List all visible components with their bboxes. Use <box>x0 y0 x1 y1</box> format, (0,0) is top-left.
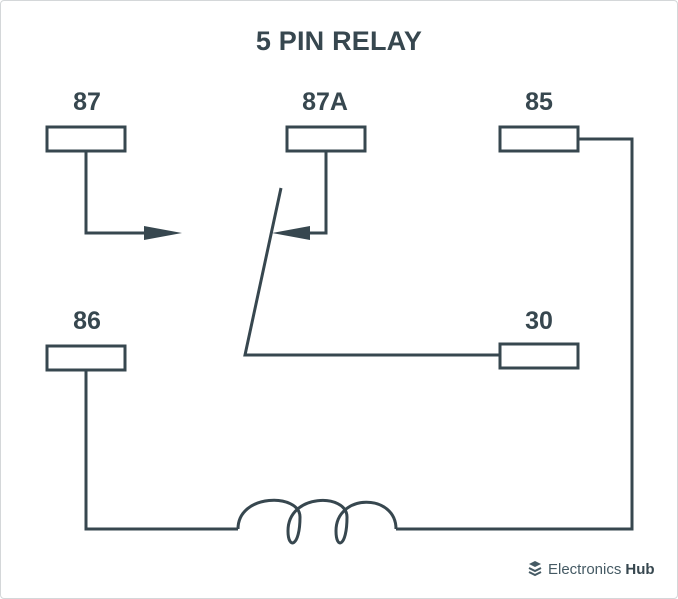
brand-name-bold: Hub <box>625 560 655 578</box>
arrowhead-87 <box>144 226 182 240</box>
wire-85 <box>396 137 634 531</box>
wire-87 <box>84 151 148 235</box>
electronics-hub-logo-icon <box>528 561 542 577</box>
pin-label-86: 86 <box>73 307 101 335</box>
arrowhead-87a <box>272 226 310 240</box>
brand-watermark: Electronics Hub <box>526 558 655 580</box>
pin-terminal-87a <box>285 125 367 153</box>
pin-label-87a: 87A <box>302 88 348 116</box>
switch-arm <box>243 187 500 357</box>
brand-name: Electronics <box>548 560 622 578</box>
wire-86 <box>84 370 238 531</box>
pin-terminal-85 <box>498 125 580 153</box>
pin-terminal-86 <box>45 344 127 372</box>
pin-terminal-87 <box>45 125 127 153</box>
relay-coil <box>236 498 398 545</box>
diagram-title: 5 PIN RELAY <box>255 26 423 56</box>
wire-87a <box>308 151 328 235</box>
pin-label-85: 85 <box>525 88 553 116</box>
pin-label-87: 87 <box>73 88 101 116</box>
pin-label-30: 30 <box>525 307 553 335</box>
pin-terminal-30 <box>498 342 580 370</box>
